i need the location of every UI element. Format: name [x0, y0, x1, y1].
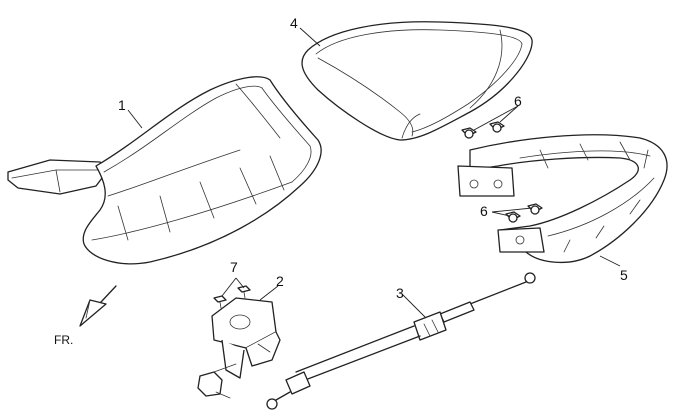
grab-rail-part-5[interactable] [457, 134, 668, 264]
callout-leaders [127, 27, 621, 319]
callout-3: 3 [396, 285, 404, 301]
callout-7: 7 [230, 259, 238, 275]
callout-1: 1 [118, 97, 126, 113]
callout-5: 5 [620, 267, 628, 283]
main-seat-part-1[interactable] [7, 76, 322, 265]
bolts-part-6-lower[interactable] [505, 203, 543, 223]
callout-2: 2 [276, 273, 284, 289]
callout-6-upper: 6 [514, 93, 522, 109]
front-direction-label: FR. [54, 333, 73, 347]
front-direction-arrow [79, 285, 117, 327]
rear-seat-part-4[interactable] [301, 21, 533, 141]
bolts-part-6-upper[interactable] [461, 121, 505, 139]
callout-4: 4 [290, 15, 298, 31]
cable-part-3[interactable] [266, 272, 536, 410]
seat-lock-part-2[interactable] [197, 297, 281, 399]
callout-6-lower: 6 [480, 203, 488, 219]
